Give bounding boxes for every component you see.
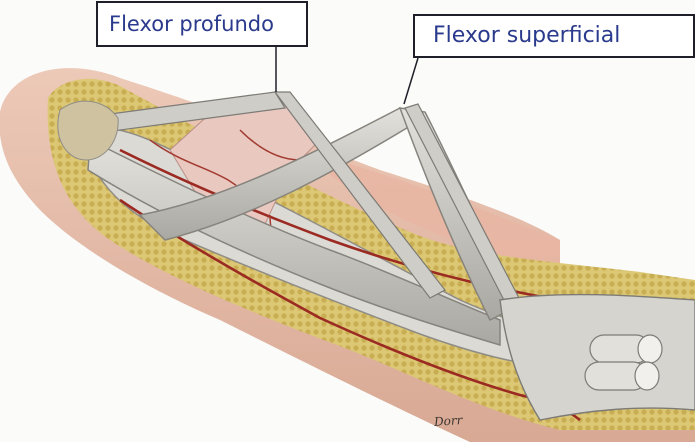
- cut-tendon-ends: [584, 334, 663, 391]
- leader-line-superficial: [403, 57, 419, 105]
- label-flexor-profundo: Flexor profundo: [96, 1, 308, 47]
- fingertip-insertion: [57, 100, 119, 161]
- retractor-bar-diagonal: [273, 91, 446, 299]
- label-flexor-superficial: Flexor superficial: [413, 14, 695, 58]
- skin-fold: [300, 150, 560, 282]
- artist-signature: Dorr: [433, 413, 463, 429]
